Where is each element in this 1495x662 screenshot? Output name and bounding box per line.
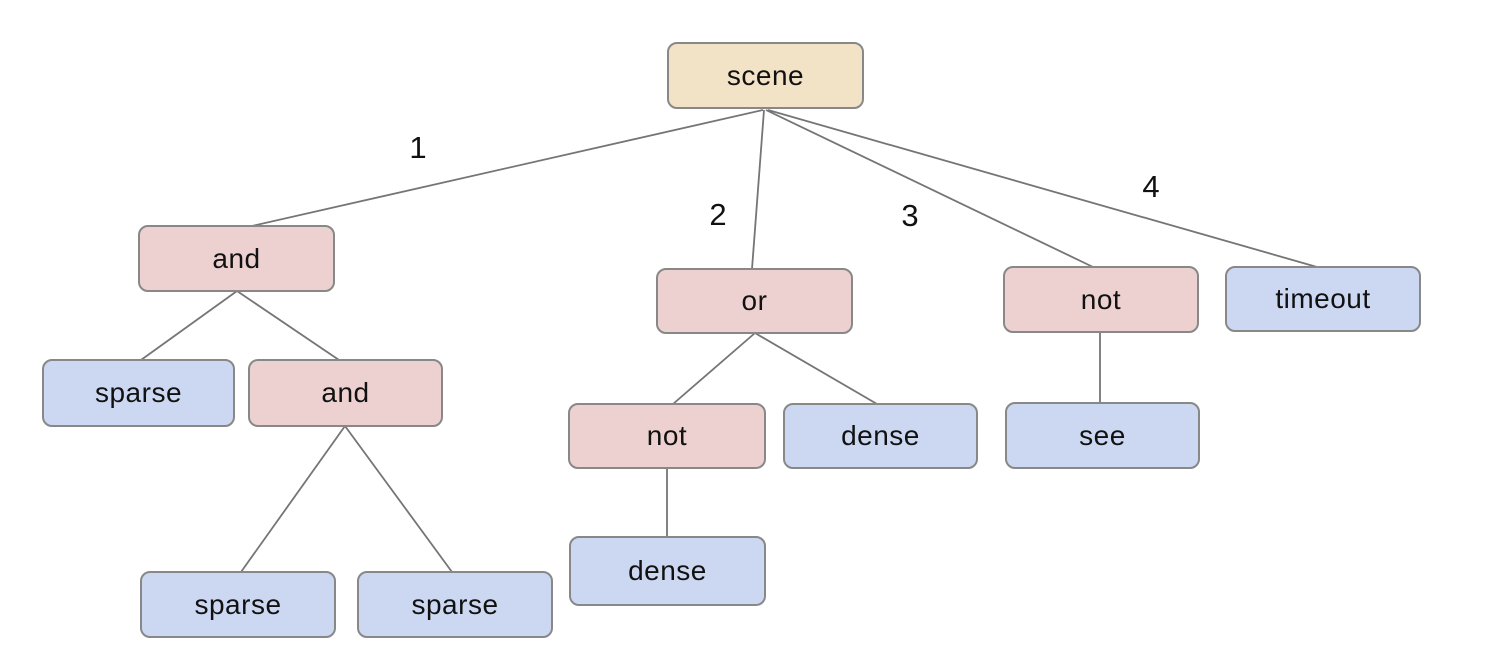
edge-and2-sparse-left bbox=[240, 425, 346, 573]
edge-scene-or bbox=[751, 109, 765, 270]
node-or-1: or bbox=[656, 268, 853, 334]
node-dense-2: dense bbox=[569, 536, 766, 606]
node-not-2: not bbox=[568, 403, 766, 469]
edge-and2-sparse-right bbox=[344, 425, 453, 573]
edge-label-2: 2 bbox=[709, 197, 727, 232]
node-sparse-2: sparse bbox=[140, 571, 336, 638]
edge-and-sparse bbox=[140, 290, 238, 361]
node-and-2: and bbox=[248, 359, 443, 427]
node-scene: scene bbox=[667, 42, 864, 109]
node-sparse-1: sparse bbox=[42, 359, 235, 427]
node-sparse-3: sparse bbox=[357, 571, 553, 638]
node-and-1: and bbox=[138, 225, 335, 292]
node-dense-1: dense bbox=[783, 403, 978, 469]
edge-label-1: 1 bbox=[409, 130, 427, 165]
node-see: see bbox=[1005, 402, 1200, 469]
node-not-1: not bbox=[1003, 266, 1199, 333]
edge-and-and bbox=[236, 290, 340, 361]
edge-or-not bbox=[672, 332, 756, 405]
edge-scene-timeout bbox=[767, 109, 1318, 268]
edge-label-3: 3 bbox=[901, 198, 919, 233]
edge-scene-not bbox=[765, 109, 1094, 268]
edge-label-4: 4 bbox=[1142, 169, 1160, 204]
edge-or-dense bbox=[754, 332, 878, 405]
edge-scene-and bbox=[242, 109, 764, 229]
node-timeout: timeout bbox=[1225, 266, 1421, 332]
